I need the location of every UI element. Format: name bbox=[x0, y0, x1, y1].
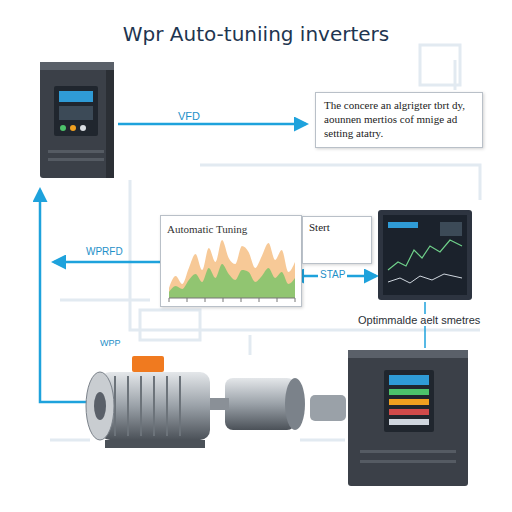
chart-tick bbox=[295, 298, 296, 302]
status-box: Stert bbox=[302, 216, 372, 264]
description-box: The concere an algrigter tbrt dy, aounne… bbox=[315, 92, 483, 148]
background-pipes bbox=[50, 45, 480, 440]
chart-tick bbox=[241, 298, 242, 302]
node-text: The concere an algrigter tbrt dy, aounne… bbox=[324, 99, 474, 140]
chart-area bbox=[169, 264, 295, 298]
flow-label: STAP bbox=[318, 269, 347, 280]
motor-label: WPP bbox=[98, 338, 123, 348]
chart-tick bbox=[223, 298, 224, 302]
node-text: Automatic Tuning bbox=[167, 223, 247, 237]
output-label: Optimmalde aelt smetres bbox=[356, 314, 482, 326]
chart-axis bbox=[169, 298, 295, 299]
flow-label: WPRFD bbox=[84, 246, 125, 257]
monitor-screen bbox=[378, 210, 472, 300]
chart-tick bbox=[205, 298, 206, 302]
flow-label: VFD bbox=[176, 110, 202, 122]
chart-tick bbox=[169, 298, 170, 302]
inverter-cabinet bbox=[310, 350, 468, 486]
vfd-cabinet bbox=[40, 62, 114, 178]
diagram-title: Wpr Auto-tuniing inverters bbox=[0, 22, 512, 46]
chart-tick bbox=[277, 298, 278, 302]
chart-panel: Automatic Tuning bbox=[160, 215, 302, 307]
motor bbox=[86, 356, 305, 448]
node-text: Stert bbox=[309, 221, 365, 235]
chart-area bbox=[169, 240, 295, 298]
chart-tick bbox=[187, 298, 188, 302]
chart-tick bbox=[259, 298, 260, 302]
